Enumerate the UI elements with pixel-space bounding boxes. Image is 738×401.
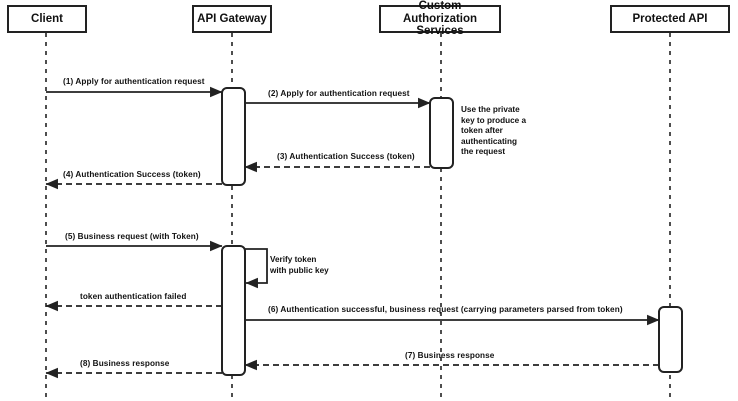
message-label-6: (6) Authentication successful, business … [268, 305, 623, 314]
lifeline-box-api-gateway[interactable]: API Gateway [192, 5, 272, 33]
message-label-8: (8) Business response [80, 359, 170, 368]
lifeline-box-custom-authorization-services[interactable]: Custom Authorization Services [379, 0, 501, 37]
message-label-4: (4) Authentication Success (token) [63, 170, 201, 179]
lifeline-box-protected-api[interactable]: Protected API [610, 5, 730, 33]
lifeline-box-client[interactable]: Client [7, 5, 87, 33]
message-label-1: (1) Apply for authentication request [63, 77, 205, 86]
lifeline-label-client: Client [31, 12, 63, 25]
message-label-7: (7) Business response [405, 351, 495, 360]
message-label-3: (3) Authentication Success (token) [277, 152, 415, 161]
message-label-token-authentication-failed: token authentication failed [80, 292, 187, 301]
message-label-2: (2) Apply for authentication request [268, 89, 410, 98]
self-message-label-verify-token: Verify token with public key [270, 255, 329, 275]
activation-bar-auth-service-activation[interactable] [429, 97, 454, 169]
activation-bar-gateway-business-activation[interactable] [221, 245, 246, 376]
self-message-arrow-verify-token[interactable] [245, 248, 268, 289]
lifeline-label-protected-api: Protected API [632, 12, 708, 25]
activation-bar-gateway-auth-activation[interactable] [221, 87, 246, 186]
note-private-key: Use the private key to produce a token a… [461, 105, 527, 156]
activation-bar-protected-api-activation[interactable] [658, 306, 683, 373]
message-label-5: (5) Business request (with Token) [65, 232, 199, 241]
lifeline-label-custom-authorization-services: Custom Authorization Services [402, 0, 478, 38]
lifeline-label-api-gateway: API Gateway [197, 12, 267, 25]
